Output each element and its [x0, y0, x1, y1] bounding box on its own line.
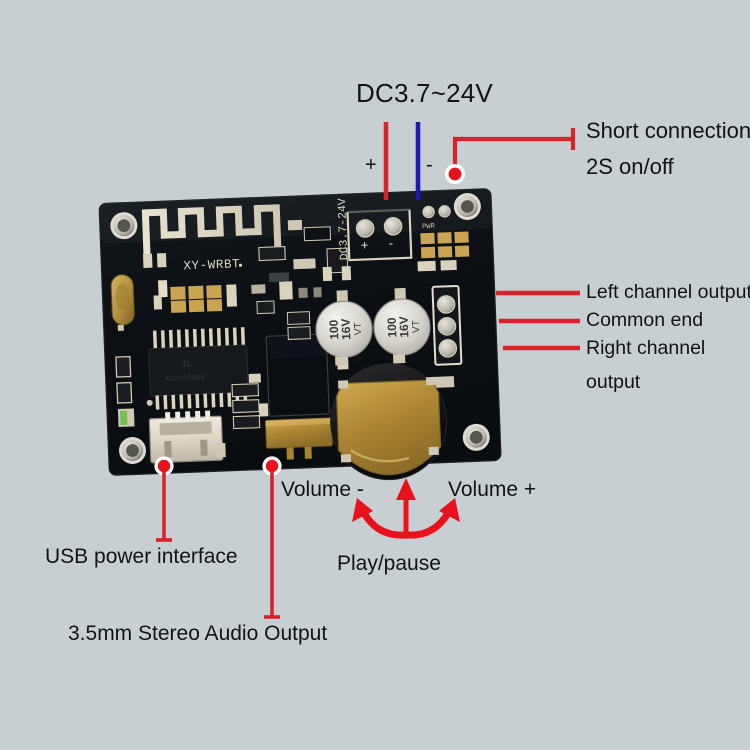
play-pause-arrow — [396, 478, 416, 535]
play-pause-label: Play/pause — [337, 552, 441, 575]
left-edge-pads — [115, 355, 135, 428]
pcb-board: XY-WRBT — [98, 188, 502, 481]
right-channel-output-label-line2: output — [586, 371, 641, 393]
cap2-brand: VT — [411, 320, 422, 333]
pad-right-channel — [438, 339, 458, 358]
svg-text:JL: JL — [181, 359, 192, 369]
silkscreen-model: XY-WRBT — [183, 257, 240, 273]
volume-down-label: Volume - — [281, 478, 364, 501]
smd-components-right-top — [417, 231, 470, 272]
cap1-brand: VT — [353, 322, 364, 335]
shield-module — [265, 333, 330, 417]
short-connection-label: Short connection — [586, 118, 750, 143]
audio-output-label: 3.5mm Stereo Audio Output — [68, 622, 328, 645]
cap2-voltage: 16V — [397, 316, 412, 338]
dc-voltage-title: DC3.7~24V — [356, 78, 493, 108]
short-connection-pads: PWR — [422, 205, 451, 232]
smd-pads-mid — [231, 383, 261, 430]
pcb-pad-minus-label: - — [388, 235, 393, 250]
pad-common-end — [437, 317, 457, 336]
pad-left-channel — [436, 295, 456, 314]
smd-components-bottom — [248, 373, 269, 417]
common-end-label: Common end — [586, 309, 704, 331]
output-pad-header — [431, 284, 463, 366]
crystal-oscillator — [110, 274, 135, 331]
power-terminal-pads: + - — [346, 208, 413, 262]
cap1-value: 100 — [327, 319, 342, 340]
rotary-encoder-knob — [330, 363, 448, 481]
positive-sign-label: + — [365, 154, 377, 176]
electrolytic-capacitor-2: 100 16V VT — [373, 287, 431, 364]
short-connection-leader — [452, 136, 573, 170]
micro-usb-connector — [148, 410, 226, 464]
antenna-trace — [141, 204, 282, 262]
short-connection-dot — [448, 167, 462, 181]
cap2-value: 100 — [385, 317, 400, 338]
audio-dot — [265, 459, 279, 473]
volume-down-arrow — [352, 498, 410, 539]
svg-text:AC6926A08: AC6926A08 — [165, 375, 206, 385]
usb-dot — [157, 459, 171, 473]
annotation-layer — [154, 122, 580, 619]
volume-up-label: Volume + — [448, 478, 537, 501]
cap1-voltage: 16V — [339, 318, 354, 340]
svg-text:PWR: PWR — [422, 223, 436, 232]
silkscreen-voltage: DC3.7-24V — [336, 198, 351, 261]
negative-sign-label: - — [426, 154, 433, 176]
right-channel-output-label: Right channel — [586, 337, 706, 359]
volume-up-arrow — [402, 498, 460, 539]
short-connection-label-line2: 2S on/off — [586, 154, 674, 179]
mounting-holes — [110, 192, 490, 465]
left-channel-output-label: Left channel output — [586, 281, 750, 303]
usb-power-interface-label: USB power interface — [45, 545, 238, 568]
pcb-pad-plus-label: + — [360, 237, 368, 252]
pin-comb-top — [151, 327, 246, 351]
led-indicator — [119, 410, 128, 425]
smd-components-left — [153, 219, 352, 313]
electrolytic-capacitor-1: 100 16V VT — [315, 290, 373, 366]
